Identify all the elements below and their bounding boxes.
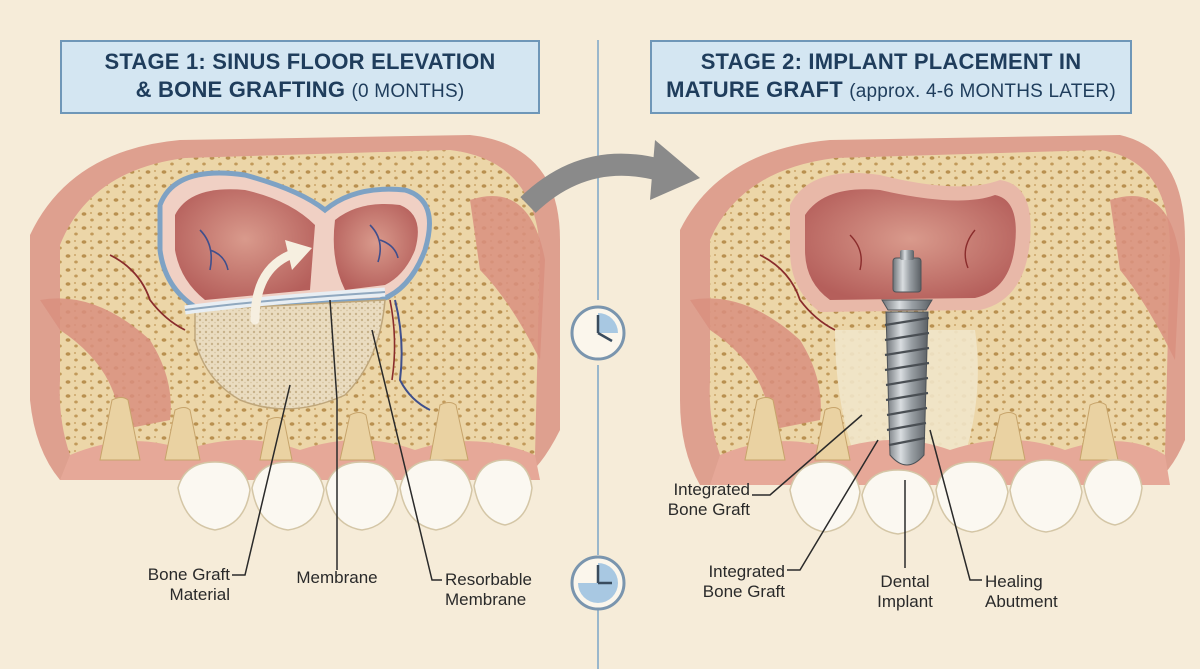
label-line: Integrated (708, 562, 785, 581)
stage1-title: STAGE 1: SINUS FLOOR ELEVATION & BONE GR… (60, 40, 540, 114)
label-integrated-bone-graft-lower: Integrated Bone Graft (675, 562, 785, 602)
label-line: Material (169, 585, 230, 604)
stage1-anatomy (30, 135, 560, 581)
clock-icon (570, 555, 626, 611)
label-integrated-bone-graft-upper: Integrated Bone Graft (640, 480, 750, 520)
stage2-anatomy (680, 135, 1185, 581)
clock-icon (570, 305, 626, 361)
label-bone-graft-material: Bone Graft Material (120, 565, 230, 605)
stage2-title-duration: (approx. 4-6 MONTHS LATER) (849, 81, 1116, 102)
label-membrane: Membrane (287, 568, 387, 588)
stage2-title-line1: STAGE 2: IMPLANT PLACEMENT IN (700, 49, 1082, 74)
label-dental-implant: Dental Implant (865, 572, 945, 612)
label-line: Bone Graft (147, 565, 230, 584)
curved-arrow-icon (520, 140, 700, 214)
label-line: Dental (880, 572, 930, 591)
label-healing-abutment: Healing Abutment (985, 572, 1085, 612)
label-line: Implant (877, 592, 933, 611)
label-line: Integrated (673, 480, 750, 499)
stage1-title-line2: & BONE GRAFTING (0 MONTHS) (136, 76, 465, 106)
timeline-divider (520, 40, 700, 669)
label-line: Healing (985, 572, 1043, 591)
stage2-title-line2: MATURE GRAFT (approx. 4-6 MONTHS LATER) (666, 76, 1116, 106)
stage1-title-duration: (0 MONTHS) (351, 81, 465, 102)
elevation-arrow-icon (250, 250, 295, 325)
label-resorbable-membrane: Resorbable Membrane (445, 570, 555, 610)
stage2-title: STAGE 2: IMPLANT PLACEMENT IN MATURE GRA… (650, 40, 1132, 114)
dental-implant-icon (881, 250, 933, 466)
label-line: Abutment (985, 592, 1058, 611)
label-line: Bone Graft (667, 500, 750, 519)
label-line: Membrane (445, 590, 527, 609)
stage1-title-main: & BONE GRAFTING (135, 77, 346, 102)
label-line: Membrane (296, 568, 378, 587)
label-line: Bone Graft (702, 582, 785, 601)
stage2-title-main: MATURE GRAFT (666, 77, 843, 102)
stage1-title-line1: STAGE 1: SINUS FLOOR ELEVATION (104, 49, 496, 74)
label-line: Resorbable (445, 570, 532, 589)
